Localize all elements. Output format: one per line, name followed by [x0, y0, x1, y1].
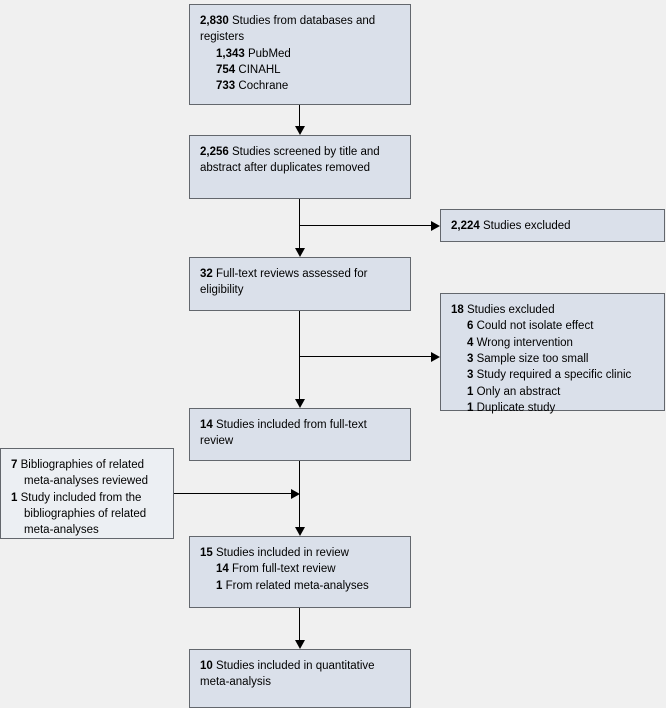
connector-screened-fulltext: [299, 199, 301, 248]
line-text: Duplicate study: [476, 401, 556, 414]
box-line: 1 From related meta-analyses: [200, 578, 401, 594]
line-number: 2,224: [451, 220, 480, 232]
box-line: 754 CINAHL: [200, 62, 401, 78]
line-number: 1: [467, 401, 474, 414]
box-excluded-screening: 2,224 Studies excluded: [440, 209, 665, 242]
line-text: From full-text review: [232, 563, 336, 576]
box-identification: 2,830 Studies from databases and registe…: [189, 4, 411, 105]
box-line: 2,830 Studies from databases and registe…: [200, 13, 401, 46]
line-text: Studies included from full-text review: [200, 419, 367, 448]
box-quantitative-meta-analysis: 10 Studies included in quantitative meta…: [189, 649, 411, 708]
box-line: 7 Bibliographies of related meta-analyse…: [11, 457, 164, 490]
arrowhead-down: [295, 527, 305, 536]
box-line: 2,224 Studies excluded: [451, 218, 655, 234]
line-number: 14: [216, 563, 229, 576]
line-text: Study required a specific clinic: [476, 369, 632, 382]
line-text: Bibliographies of related meta-analyses …: [20, 459, 149, 488]
box-line: 1,343 PubMed: [200, 46, 401, 62]
line-number: 3: [467, 369, 474, 382]
box-line: 1 Duplicate study: [451, 400, 655, 416]
line-number: 1: [467, 385, 474, 398]
box-line: 3 Sample size too small: [451, 351, 655, 367]
line-number: 10: [200, 660, 213, 672]
line-number: 3: [467, 352, 474, 365]
box-excluded-fulltext: 18 Studies excluded 6 Could not isolate …: [440, 293, 665, 414]
line-text: Studies excluded: [482, 220, 571, 232]
line-number: 1: [216, 579, 223, 592]
line-text: Sample size too small: [476, 352, 589, 365]
arrowhead-down: [295, 399, 305, 408]
line-number: 6: [467, 320, 474, 333]
connector-fulltext-included: [299, 311, 301, 399]
box-line: 2,256 Studies screened by title and abst…: [200, 144, 401, 177]
line-number: 15: [200, 547, 213, 559]
line-text: Only an abstract: [476, 385, 561, 398]
line-text: Wrong intervention: [476, 336, 573, 349]
line-text: From related meta-analyses: [225, 579, 369, 592]
line-number: 1: [11, 491, 18, 504]
box-line: 1 Only an abstract: [451, 384, 655, 400]
connector-bibliographies-review: [174, 493, 291, 495]
box-line: 1 Study included from the bibliographies…: [11, 490, 164, 539]
box-included-fulltext: 14 Studies included from full-text revie…: [189, 408, 411, 461]
arrowhead-down: [295, 248, 305, 257]
box-line: 14 Studies included from full-text revie…: [200, 417, 401, 450]
line-text: Studies from databases and registers: [200, 15, 376, 44]
line-number: 7: [11, 459, 18, 471]
line-text: Study included from the bibliographies o…: [20, 491, 147, 537]
line-text: CINAHL: [238, 63, 281, 76]
connector-identification-screened: [299, 105, 301, 126]
box-line: 14 From full-text review: [200, 561, 401, 577]
line-number: 18: [451, 304, 464, 316]
arrowhead-right: [431, 352, 440, 362]
arrowhead-down: [295, 640, 305, 649]
line-number: 2,256: [200, 146, 229, 158]
line-number: 754: [216, 63, 236, 76]
line-number: 733: [216, 80, 236, 93]
connector-screened-excluded: [299, 225, 431, 227]
connector-fulltext-excluded: [299, 356, 431, 358]
box-line: 4 Wrong intervention: [451, 335, 655, 351]
box-included-review: 15 Studies included in review 14 From fu…: [189, 536, 411, 608]
arrowhead-right: [291, 489, 300, 499]
box-bibliographies: 7 Bibliographies of related meta-analyse…: [0, 448, 174, 539]
line-text: Studies included in review: [216, 547, 349, 559]
box-line: 3 Study required a specific clinic: [451, 367, 655, 383]
line-text: PubMed: [247, 47, 291, 60]
line-text: Studies excluded: [467, 304, 555, 316]
line-number: 14: [200, 419, 213, 431]
line-text: Cochrane: [238, 80, 289, 93]
box-line: 32 Full-text reviews assessed for eligib…: [200, 266, 401, 299]
line-text: Studies included in quantitative meta-an…: [200, 660, 375, 689]
arrowhead-down: [295, 126, 305, 135]
line-number: 2,830: [200, 15, 229, 27]
line-text: Could not isolate effect: [476, 320, 594, 333]
line-text: Studies screened by title and abstract a…: [200, 146, 380, 175]
box-line: 15 Studies included in review: [200, 545, 401, 561]
box-fulltext-assessed: 32 Full-text reviews assessed for eligib…: [189, 257, 411, 311]
line-number: 32: [200, 268, 213, 280]
box-line: 18 Studies excluded: [451, 302, 655, 318]
box-screened: 2,256 Studies screened by title and abst…: [189, 135, 411, 199]
box-line: 10 Studies included in quantitative meta…: [200, 658, 401, 691]
line-number: 4: [467, 336, 474, 349]
connector-review-quantitative: [299, 608, 301, 640]
line-number: 1,343: [216, 47, 245, 60]
line-text: Full-text reviews assessed for eligibili…: [200, 268, 368, 297]
box-line: 733 Cochrane: [200, 78, 401, 94]
box-line: 6 Could not isolate effect: [451, 318, 655, 334]
arrowhead-right: [431, 221, 440, 231]
